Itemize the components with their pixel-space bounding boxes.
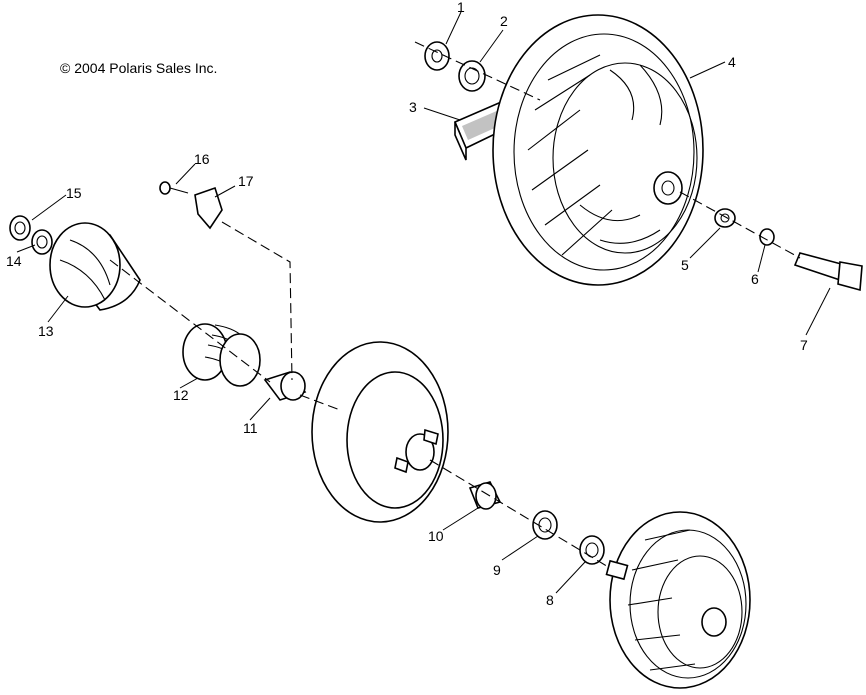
snap-ring-15 xyxy=(9,215,31,241)
washer-8 xyxy=(579,535,605,565)
copyright-notice: © 2004 Polaris Sales Inc. xyxy=(60,60,218,76)
shoe-17 xyxy=(194,186,223,230)
washer-14 xyxy=(31,229,53,255)
bushing-10 xyxy=(468,481,502,510)
washer-9 xyxy=(532,510,558,540)
callout-1: 1 xyxy=(457,0,465,15)
lock-washer-6 xyxy=(759,228,775,246)
callout-8: 8 xyxy=(546,592,554,608)
helix-13 xyxy=(49,222,141,311)
washer-5 xyxy=(714,208,736,228)
bolt-7 xyxy=(793,252,863,292)
callout-9: 9 xyxy=(493,562,501,578)
screw-16 xyxy=(159,181,189,195)
callout-6: 6 xyxy=(751,271,759,287)
fixed-sheave xyxy=(605,511,751,689)
callout-10: 10 xyxy=(428,528,444,544)
callout-4: 4 xyxy=(728,54,736,70)
callout-labels: 1 2 3 4 5 6 7 8 9 10 11 12 13 14 15 16 1… xyxy=(6,0,808,608)
bushing-11 xyxy=(263,371,307,401)
spring-12 xyxy=(182,323,261,387)
moveable-sheave xyxy=(311,341,449,523)
callout-14: 14 xyxy=(6,253,22,269)
callout-15: 15 xyxy=(66,185,82,201)
washer-2 xyxy=(458,60,486,92)
callout-17: 17 xyxy=(238,173,254,189)
leader-lines xyxy=(16,11,831,594)
drive-clutch-sheave xyxy=(492,14,704,286)
callout-2: 2 xyxy=(500,13,508,29)
callout-11: 11 xyxy=(243,420,258,436)
callout-13: 13 xyxy=(38,323,54,339)
callout-7: 7 xyxy=(800,337,808,353)
callout-16: 16 xyxy=(194,151,210,167)
callout-12: 12 xyxy=(173,387,189,403)
callout-3: 3 xyxy=(409,99,417,115)
callout-5: 5 xyxy=(681,257,689,273)
